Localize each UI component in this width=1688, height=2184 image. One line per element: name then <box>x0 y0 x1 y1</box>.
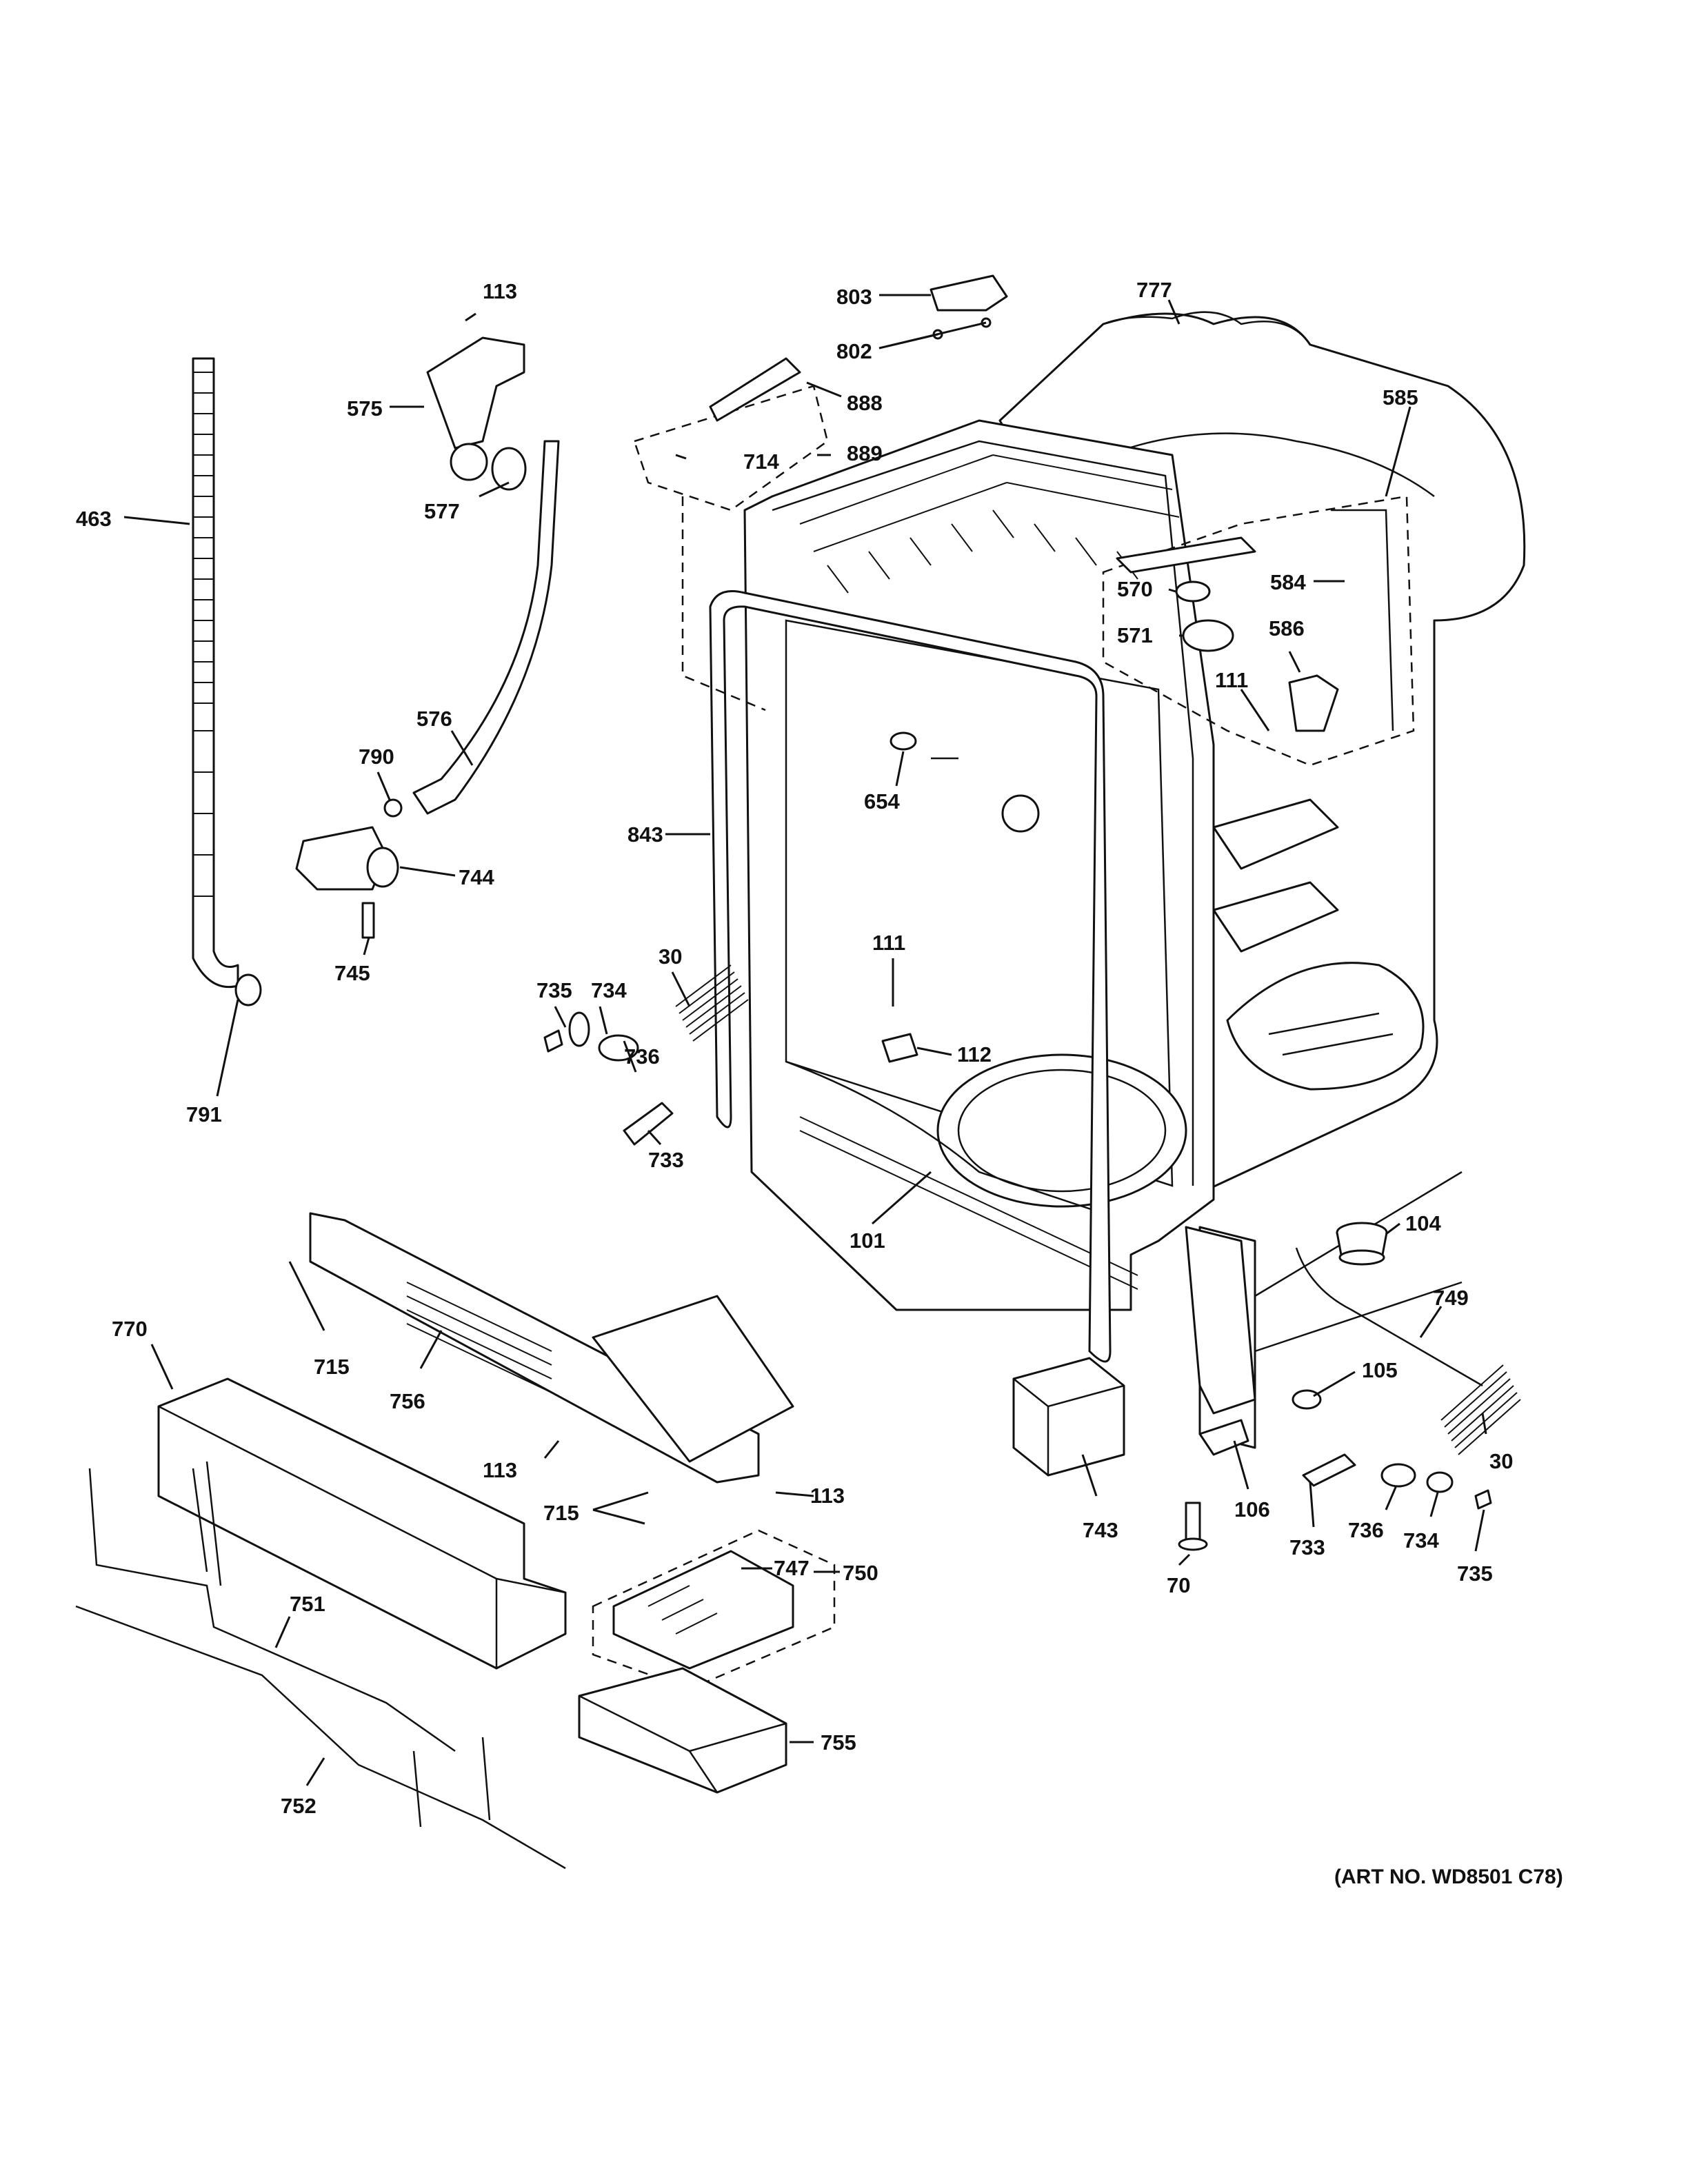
callout-112: 112 <box>957 1042 992 1066</box>
callout-734-right: 734 <box>1403 1528 1439 1553</box>
callout-571: 571 <box>1117 623 1153 647</box>
callout-735-left: 735 <box>536 978 572 1002</box>
callout-743: 743 <box>1083 1518 1118 1542</box>
callout-585: 585 <box>1383 385 1418 410</box>
callout-790: 790 <box>359 745 394 769</box>
callout-111-lower: 111 <box>872 931 905 955</box>
callout-111-upper: 111 <box>1215 668 1248 692</box>
callout-714: 714 <box>743 449 779 474</box>
callout-labels: 113 803 777 802 888 575 714 889 585 577 … <box>76 278 1513 1818</box>
callout-101: 101 <box>850 1228 885 1253</box>
callout-802: 802 <box>836 339 872 363</box>
toe-panel <box>309 1212 794 1484</box>
callout-577: 577 <box>424 499 460 523</box>
callout-715-upper: 715 <box>314 1355 350 1379</box>
callout-463: 463 <box>76 507 112 531</box>
callout-777: 777 <box>1136 278 1172 302</box>
callout-733-left: 733 <box>648 1148 684 1172</box>
callout-750: 750 <box>843 1561 878 1585</box>
callout-105: 105 <box>1362 1358 1398 1382</box>
callout-30-right: 30 <box>1489 1449 1513 1473</box>
callout-745: 745 <box>334 961 370 985</box>
drain-hose <box>192 357 262 1007</box>
insulation-770 <box>157 1377 567 1670</box>
door-gasket <box>709 590 1112 1363</box>
callout-803: 803 <box>836 285 872 309</box>
callout-113-top: 113 <box>483 279 517 303</box>
callout-843: 843 <box>627 822 663 847</box>
callout-744: 744 <box>459 865 494 889</box>
callout-736-right: 736 <box>1348 1518 1384 1542</box>
callout-104: 104 <box>1405 1211 1441 1235</box>
callout-576: 576 <box>416 707 452 731</box>
callout-735-right: 735 <box>1457 1561 1493 1586</box>
callout-770: 770 <box>112 1317 148 1341</box>
vent-hose <box>412 440 560 815</box>
callout-751: 751 <box>290 1592 325 1616</box>
callout-749: 749 <box>1433 1286 1469 1310</box>
leader-lines <box>123 294 1487 1786</box>
housing-755 <box>578 1667 787 1794</box>
callout-733-right: 733 <box>1289 1535 1325 1559</box>
callout-756: 756 <box>390 1389 425 1413</box>
callout-113-right: 113 <box>810 1484 845 1508</box>
callout-70: 70 <box>1167 1573 1190 1597</box>
group-585-outline <box>1102 495 1415 767</box>
group-889-outline <box>633 385 829 512</box>
callout-715-lower: 715 <box>543 1501 579 1525</box>
callout-791: 791 <box>186 1102 222 1126</box>
callout-575: 575 <box>347 396 383 421</box>
callout-654: 654 <box>864 789 900 813</box>
callout-584: 584 <box>1270 570 1306 594</box>
callout-113-mid: 113 <box>483 1458 517 1482</box>
tub-assembly <box>743 311 1526 1449</box>
callout-30-left: 30 <box>659 944 682 969</box>
callout-106: 106 <box>1234 1497 1270 1521</box>
callout-736-left: 736 <box>624 1044 660 1069</box>
callout-570: 570 <box>1117 577 1153 601</box>
callout-888: 888 <box>847 391 883 415</box>
callout-889: 889 <box>847 441 883 465</box>
callout-752: 752 <box>281 1794 316 1818</box>
group-750-outline <box>592 1529 836 1690</box>
callout-755: 755 <box>821 1730 856 1755</box>
callout-586: 586 <box>1269 616 1305 640</box>
callout-734-left: 734 <box>591 978 627 1002</box>
art-number: (ART NO. WD8501 C78) <box>1334 1866 1563 1888</box>
callout-747: 747 <box>774 1556 810 1580</box>
